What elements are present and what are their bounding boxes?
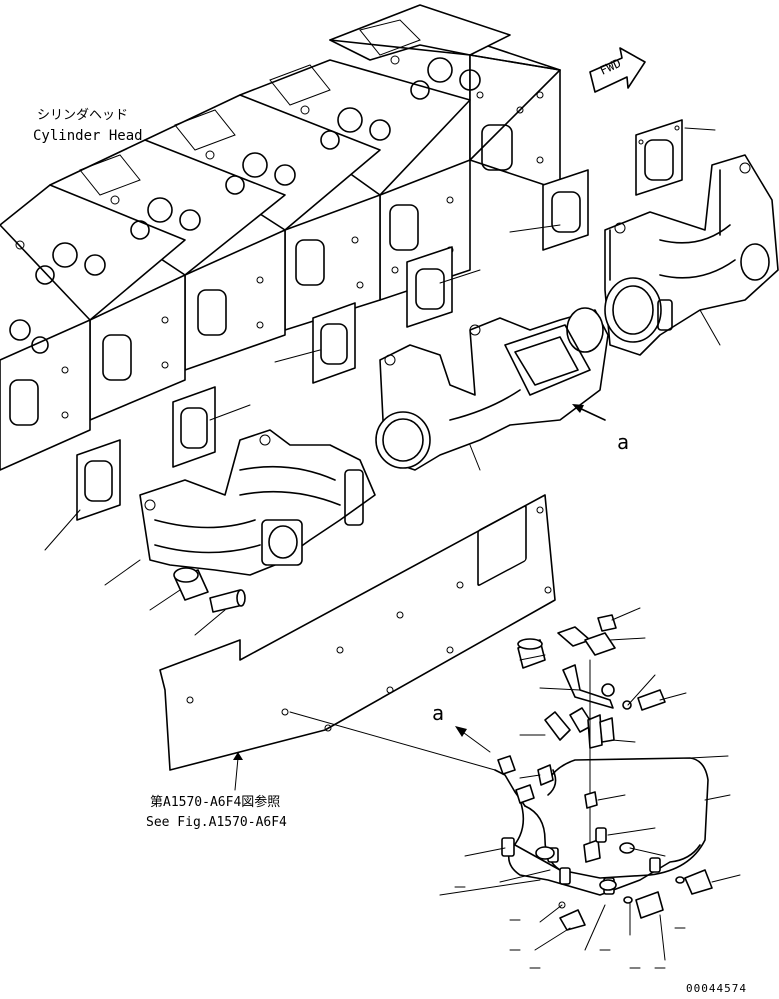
view-a-label-upper: a: [617, 430, 630, 454]
bracket-assembly: [517, 614, 666, 863]
gasket-3: [406, 246, 453, 328]
gasket-6: [76, 439, 121, 521]
gasket-4: [312, 302, 356, 384]
cylinder-head-block-5: [0, 184, 186, 421]
cylinder-head-label-jp: シリンダヘッド: [37, 108, 129, 123]
exhaust-manifold-center: [375, 307, 609, 471]
cylinder-head-label-en: Cylinder Head: [33, 128, 143, 144]
bolt-front: [209, 589, 246, 613]
cylinder-head-block-4: [49, 139, 286, 371]
exhaust-manifold-front: [139, 429, 376, 576]
reference-arrow: [233, 752, 243, 791]
leader-lines: [44, 127, 741, 961]
cylinder-head-block-6: [0, 319, 91, 471]
document-number: 00044574: [686, 982, 747, 995]
heat-shield-plate: [159, 494, 556, 771]
view-a-label-lower: a: [432, 701, 445, 725]
gasket-5: [172, 386, 216, 468]
gasket-1: [635, 119, 683, 196]
callout-dash-marks: [454, 886, 686, 969]
exhaust-temperature-sensor-harness: [289, 711, 713, 931]
fwd-arrow: [589, 47, 646, 93]
cylinder-head-top-details: [9, 19, 481, 354]
reference-label-en: See Fig.A1570-A6F4: [146, 815, 287, 830]
gasket-2: [542, 169, 589, 251]
exhaust-manifold-rear: [604, 154, 779, 356]
view-a-arrow-upper: [572, 404, 606, 421]
spacer-front: [173, 567, 209, 601]
cylinder-head-block-1: [329, 4, 561, 191]
cylinder-head-block-3: [144, 94, 381, 331]
view-a-arrow-lower: [455, 726, 491, 753]
reference-label-jp: 第A1570-A6F4図参照: [150, 795, 281, 810]
